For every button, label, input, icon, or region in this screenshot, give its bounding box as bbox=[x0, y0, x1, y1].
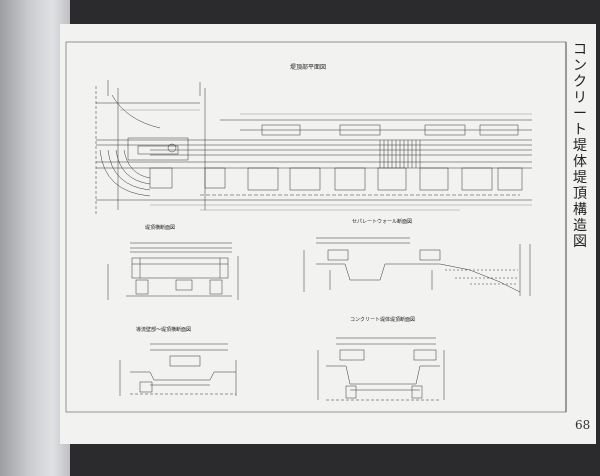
drawing-frame bbox=[65, 41, 567, 413]
vertical-page-title: コンクリート堤体堤頂構造図 bbox=[573, 42, 587, 250]
plan-view-title: 堤頂部平面図 bbox=[290, 64, 327, 71]
plan-dimension-ticks bbox=[120, 109, 532, 211]
book-page bbox=[60, 24, 596, 444]
plan-view bbox=[95, 80, 532, 215]
section-b-drawing bbox=[303, 237, 531, 296]
section-c-title: 導流壁部〜堤頂横断面図 bbox=[136, 327, 192, 333]
section-a-drawing bbox=[107, 242, 239, 300]
section-a-title: 堤頂横断面図 bbox=[145, 225, 176, 231]
section-b-title: セパレートウォール断面図 bbox=[352, 219, 413, 225]
left-page-edge bbox=[0, 0, 70, 476]
page-number: 68 bbox=[575, 418, 591, 432]
section-d-drawing bbox=[317, 337, 445, 401]
section-c-drawing bbox=[119, 343, 237, 396]
section-d-title: コンクリート堤体堤頂断面図 bbox=[350, 317, 416, 323]
